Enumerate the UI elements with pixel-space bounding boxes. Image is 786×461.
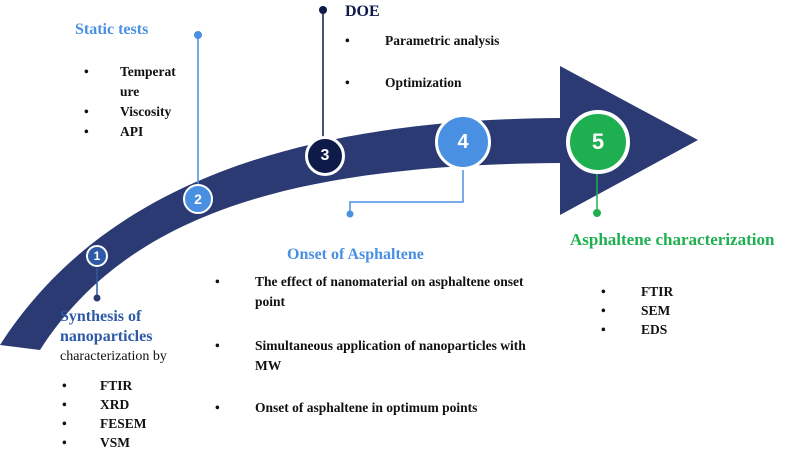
static-tests-title: Static tests [75, 21, 149, 38]
characterization-title: Asphaltene characterization [570, 230, 775, 249]
list-item: •SEM [601, 303, 671, 318]
list-item: •Simultaneous application of nanoparticl… [215, 338, 526, 353]
list-item: •API [84, 124, 144, 139]
step-4-circle: 4 [435, 114, 491, 170]
list-item: point [255, 294, 286, 309]
step-1-circle: 1 [86, 245, 108, 267]
step-2-circle: 2 [183, 184, 213, 214]
synthesis-title-line1: Synthesis of [60, 308, 142, 325]
list-item: •Optimization [345, 75, 462, 90]
list-item: •The effect of nanomaterial on asphalten… [215, 274, 524, 289]
synthesis-title-line2: nanoparticles [60, 328, 153, 345]
connector-4 [349, 170, 464, 214]
list-item: •Temperat [84, 64, 176, 79]
list-item: •Viscosity [84, 104, 172, 119]
list-item: •Onset of asphaltene in optimum points [215, 400, 478, 415]
connector-dot-1 [93, 294, 101, 302]
connector-dot-2 [194, 31, 202, 39]
step-3-circle: 3 [305, 136, 345, 176]
synthesis-subtitle: characterization by [60, 349, 167, 364]
synthesis-title: Synthesis of nanoparticles [60, 307, 152, 347]
list-item: •FESEM [62, 416, 147, 431]
onset-list: •The effect of nanomaterial on asphalten… [215, 274, 526, 420]
arrow-body [0, 66, 698, 350]
onset-title: Onset of Asphaltene [287, 246, 424, 263]
doe-list: •Parametric analysis •Optimization [345, 33, 499, 95]
list-item: •VSM [62, 435, 130, 450]
connector-dot-4 [346, 210, 354, 218]
step-5-circle: 5 [566, 110, 630, 174]
list-item: •EDS [601, 322, 668, 337]
connector-dot-3 [319, 6, 327, 14]
list-item: ure [120, 84, 140, 99]
synthesis-list: •FTIR •XRD •FESEM •VSM [62, 378, 147, 454]
doe-title: DOE [345, 3, 380, 20]
list-item: •FTIR [601, 284, 674, 299]
static-tests-list: •Temperat ure •Viscosity •API [84, 64, 176, 144]
list-item: •XRD [62, 397, 130, 412]
list-item: MW [255, 358, 282, 373]
characterization-list: •FTIR •SEM •EDS [601, 284, 673, 341]
connector-dot-5 [593, 209, 601, 217]
list-item: •Parametric analysis [345, 33, 500, 48]
list-item: •FTIR [62, 378, 133, 393]
